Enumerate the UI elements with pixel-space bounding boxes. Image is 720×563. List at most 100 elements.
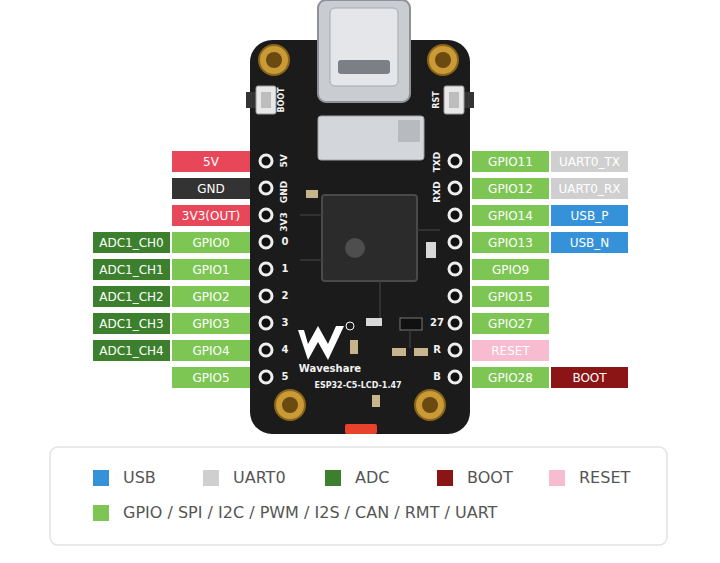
- silkscreen-label: BOOT: [278, 87, 286, 112]
- adc-pin-label: ADC1_CH3: [93, 313, 170, 334]
- ground-pin-label: GND: [172, 178, 250, 199]
- silkscreen-label: 0: [282, 237, 289, 247]
- pin-name: GPIO27: [488, 317, 533, 331]
- sd-card-latch: [398, 120, 420, 142]
- usb-c-connector: [318, 0, 410, 102]
- push-buttons: [246, 86, 474, 114]
- adc-pin-label: ADC1_CH2: [93, 286, 170, 307]
- gpio-pin-label: GPIO27: [472, 313, 549, 334]
- power-pin-label: 3V3(OUT): [172, 205, 250, 226]
- usb-pin-label: USB_N: [551, 232, 628, 253]
- silkscreen-label: 5V: [280, 154, 289, 167]
- usb-c-shell: [330, 8, 398, 86]
- pin-name: 5V: [203, 155, 219, 169]
- pin-name: GPIO28: [488, 371, 533, 385]
- mounting-holes: [259, 45, 458, 420]
- sd-card-slot: [318, 116, 424, 160]
- gpio-pin-label: GPIO3: [172, 313, 250, 334]
- silkscreen-label: RXD: [433, 181, 442, 202]
- silkscreen-label: RST: [433, 91, 441, 108]
- gpio-pin-label: GPIO15: [472, 286, 549, 307]
- legend-item: ADC: [325, 468, 389, 487]
- boot-pin-label: BOOT: [551, 367, 628, 388]
- gpio-pin-label: GPIO14: [472, 205, 549, 226]
- pin-name: GPIO15: [488, 290, 533, 304]
- pin-name: GPIO14: [488, 209, 533, 223]
- reset-pin-label: RESET: [472, 340, 549, 361]
- silkscreen-label: ESP32-C5-LCD-1.47: [314, 382, 401, 390]
- adc-pin-label: ADC1_CH1: [93, 259, 170, 280]
- legend-swatch: [93, 505, 109, 521]
- legend-item: BOOT: [437, 468, 513, 487]
- adc-pin-label: ADC1_CH4: [93, 340, 170, 361]
- registered-mark: [346, 322, 354, 330]
- pin-name: 3V3(OUT): [182, 209, 240, 223]
- usb-pin-label: USB_P: [551, 205, 628, 226]
- pin-name: ADC1_CH0: [99, 236, 164, 250]
- pin-name: ADC1_CH4: [99, 344, 164, 358]
- legend-swatch: [325, 470, 341, 486]
- silkscreen-label: 1: [282, 264, 289, 274]
- legend-swatch: [549, 470, 565, 486]
- pin-name: ADC1_CH1: [99, 263, 164, 277]
- gpio-pin-label: GPIO5: [172, 367, 250, 388]
- legend-text: GPIO / SPI / I2C / PWM / I2S / CAN / RMT…: [123, 503, 497, 522]
- legend-item: UART0: [203, 468, 286, 487]
- pin-name: GPIO2: [192, 290, 229, 304]
- uart-pin-label: UART0_RX: [551, 178, 628, 199]
- silkscreen-label: 3: [282, 318, 289, 328]
- silkscreen-label: R: [433, 345, 441, 355]
- gpio-pin-label: GPIO1: [172, 259, 250, 280]
- legend-swatch: [203, 470, 219, 486]
- legend-text: RESET: [579, 468, 630, 487]
- pin-name: ADC1_CH2: [99, 290, 164, 304]
- silkscreen-label: 3V3: [280, 212, 289, 232]
- pin-name: RESET: [491, 344, 529, 358]
- pin-name: GPIO11: [488, 155, 533, 169]
- gpio-pin-label: GPIO2: [172, 286, 250, 307]
- legend-item: USB: [93, 468, 156, 487]
- pin-name: GPIO9: [492, 263, 529, 277]
- legend-text: UART0: [233, 468, 286, 487]
- gpio-pin-label: GPIO11: [472, 151, 549, 172]
- usb-c-port: [338, 60, 390, 74]
- silkscreen-label: 2: [282, 291, 289, 301]
- pin-name: GPIO4: [192, 344, 229, 358]
- pin-name: GPIO0: [192, 236, 229, 250]
- gpio-pin-label: GPIO4: [172, 340, 250, 361]
- pin-name: GPIO12: [488, 182, 533, 196]
- gpio-pin-label: GPIO0: [172, 232, 250, 253]
- silkscreen-label: Waveshare: [299, 364, 361, 374]
- pin-name: GND: [197, 182, 225, 196]
- pin-name: ADC1_CH3: [99, 317, 164, 331]
- chip-logo: [345, 238, 365, 258]
- legend-item: GPIO / SPI / I2C / PWM / I2S / CAN / RMT…: [93, 503, 497, 522]
- legend-swatch: [437, 470, 453, 486]
- pcb-traces: [300, 215, 440, 348]
- smd-components: [306, 190, 436, 434]
- legend-text: BOOT: [467, 468, 513, 487]
- gpio-pin-label: GPIO12: [472, 178, 549, 199]
- silkscreen-label: 5: [282, 372, 289, 382]
- pin-name: USB_P: [571, 209, 609, 223]
- legend-item: RESET: [549, 468, 630, 487]
- silkscreen-label: B: [433, 372, 441, 382]
- pin-name: GPIO13: [488, 236, 533, 250]
- silkscreen-label: 27: [430, 318, 444, 328]
- gpio-pin-label: GPIO28: [472, 367, 549, 388]
- legend-frame: [50, 447, 667, 545]
- pin-name: UART0_TX: [559, 155, 620, 169]
- esp32-chip: [322, 195, 417, 281]
- legend-swatch: [93, 470, 109, 486]
- gpio-pin-label: GPIO9: [472, 259, 549, 280]
- legend-text: ADC: [355, 468, 389, 487]
- uart-pin-label: UART0_TX: [551, 151, 628, 172]
- pin-name: BOOT: [572, 371, 606, 385]
- pin-name: GPIO3: [192, 317, 229, 331]
- pin-name: UART0_RX: [559, 182, 621, 196]
- gpio-pin-label: GPIO13: [472, 232, 549, 253]
- silkscreen-label: TXD: [433, 152, 442, 173]
- adc-pin-label: ADC1_CH0: [93, 232, 170, 253]
- silkscreen-label: 4: [282, 345, 289, 355]
